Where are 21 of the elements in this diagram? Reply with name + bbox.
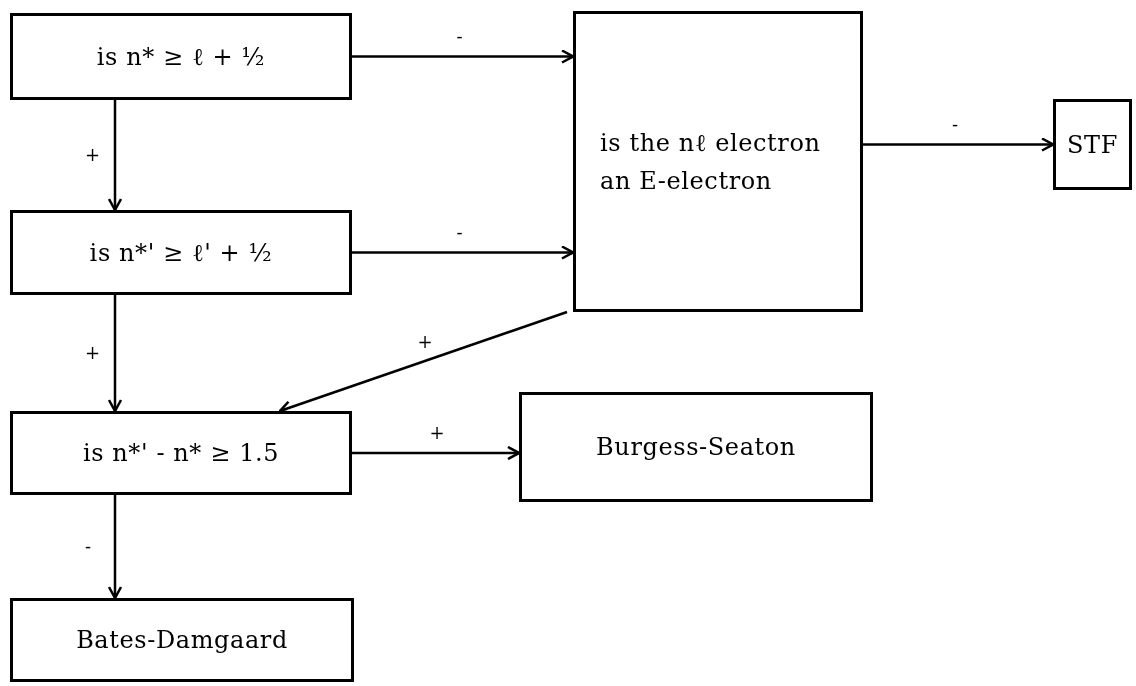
box-text: is n*' ≥ ℓ' + ½ xyxy=(89,237,273,269)
process-box xyxy=(10,598,354,682)
box-text: STF xyxy=(1067,129,1118,161)
arrow xyxy=(352,245,575,260)
process-box xyxy=(10,411,352,495)
arrow xyxy=(863,137,1055,152)
process-box xyxy=(1053,99,1132,190)
arrow xyxy=(107,295,123,413)
process-box xyxy=(519,392,873,502)
box-text: Burgess-Seaton xyxy=(596,432,796,463)
box-text: is the nℓ electron an E-electron xyxy=(600,127,822,197)
box-text: is n* ≥ ℓ + ½ xyxy=(96,41,266,73)
box-text: Bates-Damgaard xyxy=(76,625,288,656)
arrow xyxy=(352,445,521,461)
arrow xyxy=(107,100,123,212)
process-box xyxy=(10,210,352,295)
arrow xyxy=(352,49,575,64)
process-box xyxy=(10,13,352,100)
arrow xyxy=(107,495,123,600)
box-text: is n*' - n* ≥ 1.5 xyxy=(82,438,280,469)
process-box xyxy=(573,11,863,312)
